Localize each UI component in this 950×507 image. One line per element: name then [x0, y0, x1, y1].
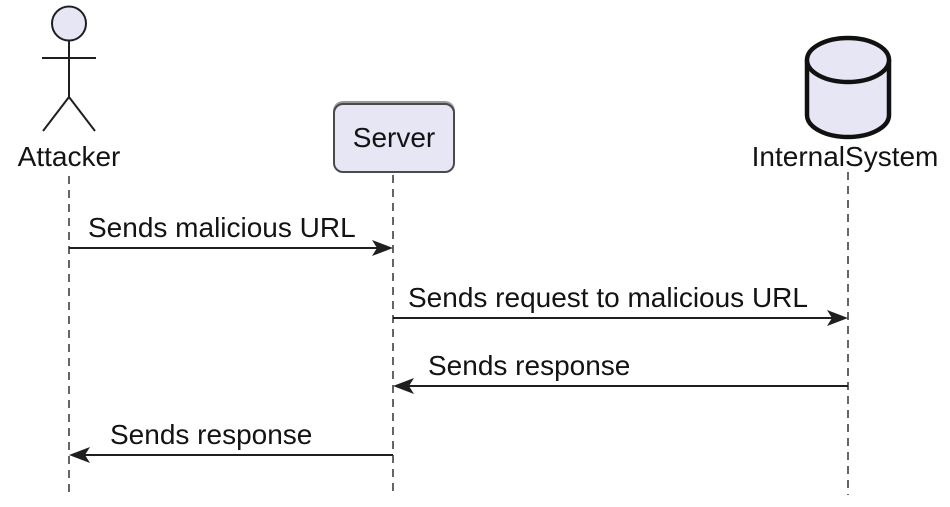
arrowhead-left-icon	[393, 378, 414, 394]
message-arrow-3	[393, 378, 848, 394]
participant-label-internal-system: InternalSystem	[751, 141, 939, 172]
database-top	[804, 35, 892, 85]
lifelines	[68, 172, 849, 495]
participant-server-box: Server	[333, 103, 455, 173]
arrowhead-left-icon	[69, 447, 90, 463]
message-label-4: Sends response	[110, 419, 313, 450]
arrowhead-right-icon	[827, 310, 848, 326]
message-arrow-4	[69, 447, 393, 463]
actor-left-leg	[42, 96, 70, 132]
message-arrow-2	[393, 310, 848, 326]
message-label-1: Sends malicious URL	[88, 212, 356, 243]
message-label-3: Sends response	[428, 350, 631, 381]
arrowhead-right-icon	[372, 240, 393, 256]
actor-head	[51, 5, 87, 42]
message-arrows	[69, 240, 848, 463]
participant-server-label: Server	[352, 122, 436, 153]
message-arrow-1	[69, 240, 393, 256]
stick-figure-icon	[42, 5, 96, 132]
message-label-2: Sends request to malicious URL	[408, 282, 808, 313]
database-cylinder-icon	[804, 35, 892, 140]
actor-label-attacker: Attacker	[17, 141, 121, 172]
actor-right-leg	[68, 96, 96, 132]
